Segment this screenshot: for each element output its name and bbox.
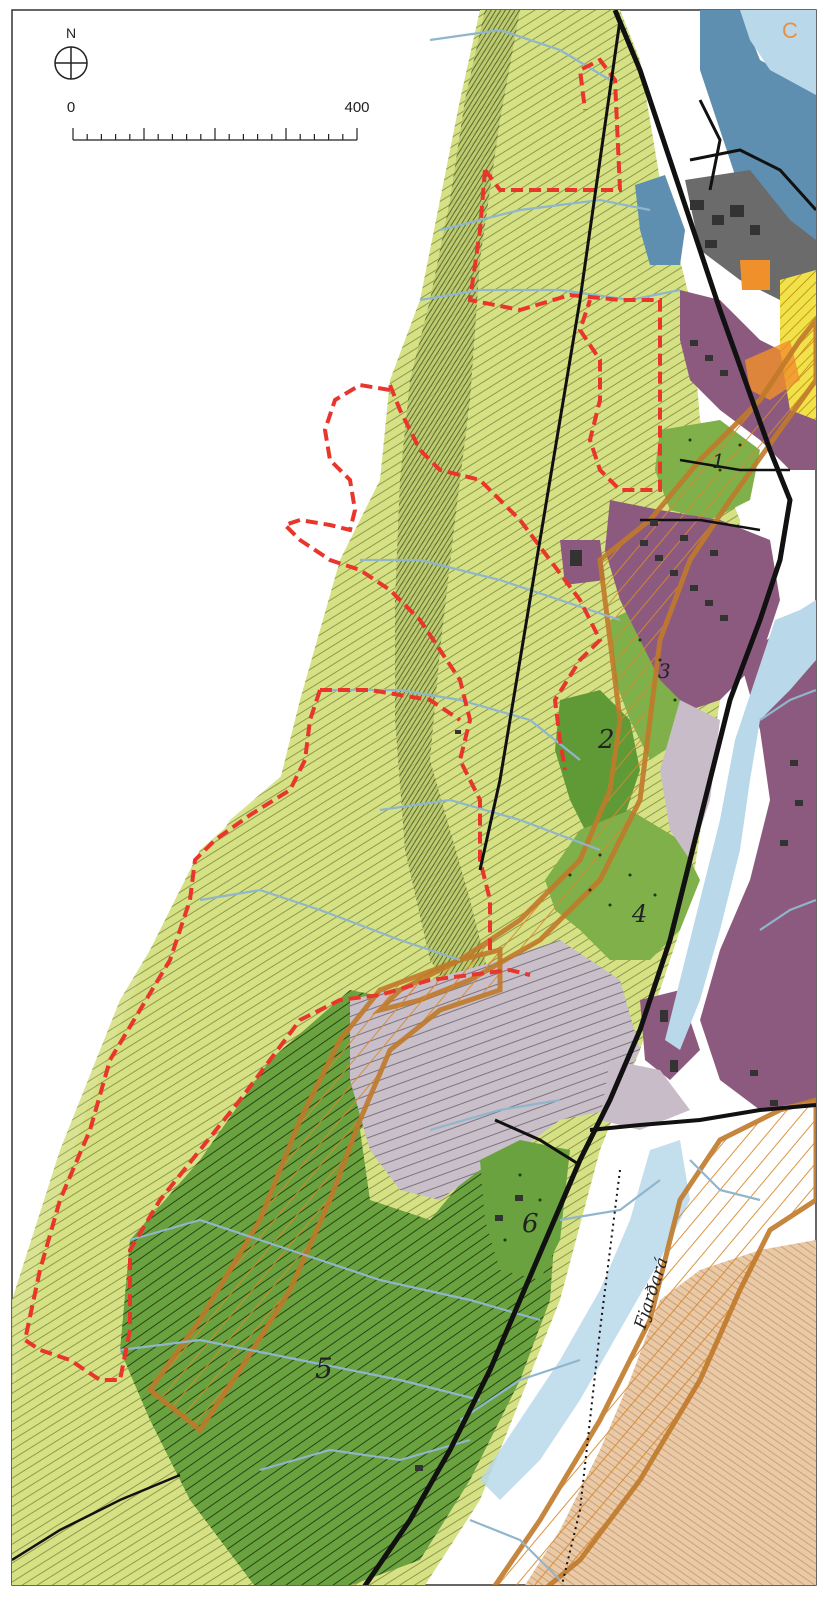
- slope-area-lower[interactable]: [12, 760, 340, 1593]
- zone-label-2: 2: [597, 725, 615, 755]
- hazard-band-upper[interactable]: [371, 315, 816, 1015]
- plan-boundary-main[interactable]: [22, 689, 531, 1382]
- plan-boundary-mid[interactable]: [320, 688, 462, 722]
- gray-strip-road[interactable]: [660, 700, 720, 860]
- hazard-band-lower[interactable]: [146, 946, 503, 1434]
- building-cluster: [415, 200, 803, 1471]
- forest-dots: [503, 438, 742, 1242]
- dotted-path: [560, 1169, 621, 1585]
- main-road[interactable]: [360, 10, 793, 1593]
- scale-bar: 0 400: [67, 99, 370, 141]
- river-branch[interactable]: [480, 1140, 690, 1500]
- orange-block[interactable]: [740, 260, 770, 290]
- stream-network: [119, 28, 816, 1581]
- road-cross-south[interactable]: [589, 1103, 816, 1132]
- corner-mark: C: [782, 18, 798, 43]
- zone-label-3: 3: [658, 659, 671, 683]
- scale-start-label: 0: [67, 99, 75, 116]
- zone-label-4: 4: [631, 900, 647, 928]
- zone-label-6: 6: [522, 1209, 539, 1239]
- water-bay[interactable]: [740, 10, 816, 95]
- road-stub-gray[interactable]: [494, 1118, 581, 1167]
- gray-strip-south[interactable]: [600, 1060, 690, 1130]
- north-label: N: [66, 25, 76, 41]
- industrial-area-north[interactable]: [700, 10, 816, 260]
- scale-end-label: 400: [344, 99, 369, 116]
- river-main[interactable]: [665, 600, 816, 1050]
- road-upper-west[interactable]: [478, 19, 622, 871]
- plan-boundary-lobe[interactable]: [281, 382, 492, 950]
- zone-label-1: 1: [712, 449, 725, 473]
- plan-boundary-loop[interactable]: [388, 384, 603, 771]
- north-arrow: N: [54, 25, 88, 80]
- forest-zone-5[interactable]: [120, 990, 560, 1593]
- road-town-1[interactable]: [689, 148, 816, 212]
- zone-label-5: 5: [315, 1352, 333, 1385]
- cliff-band[interactable]: [395, 10, 520, 1020]
- road-sw[interactable]: [12, 1473, 181, 1562]
- road-town-3[interactable]: [640, 518, 761, 532]
- forest-zone-6[interactable]: [480, 1140, 570, 1280]
- road-town-2[interactable]: [698, 99, 722, 191]
- industrial-area-small[interactable]: [635, 175, 685, 265]
- road-town-4[interactable]: [679, 458, 790, 472]
- residential-area-east[interactable]: [700, 620, 816, 1110]
- plan-boundary-upper[interactable]: [467, 57, 662, 492]
